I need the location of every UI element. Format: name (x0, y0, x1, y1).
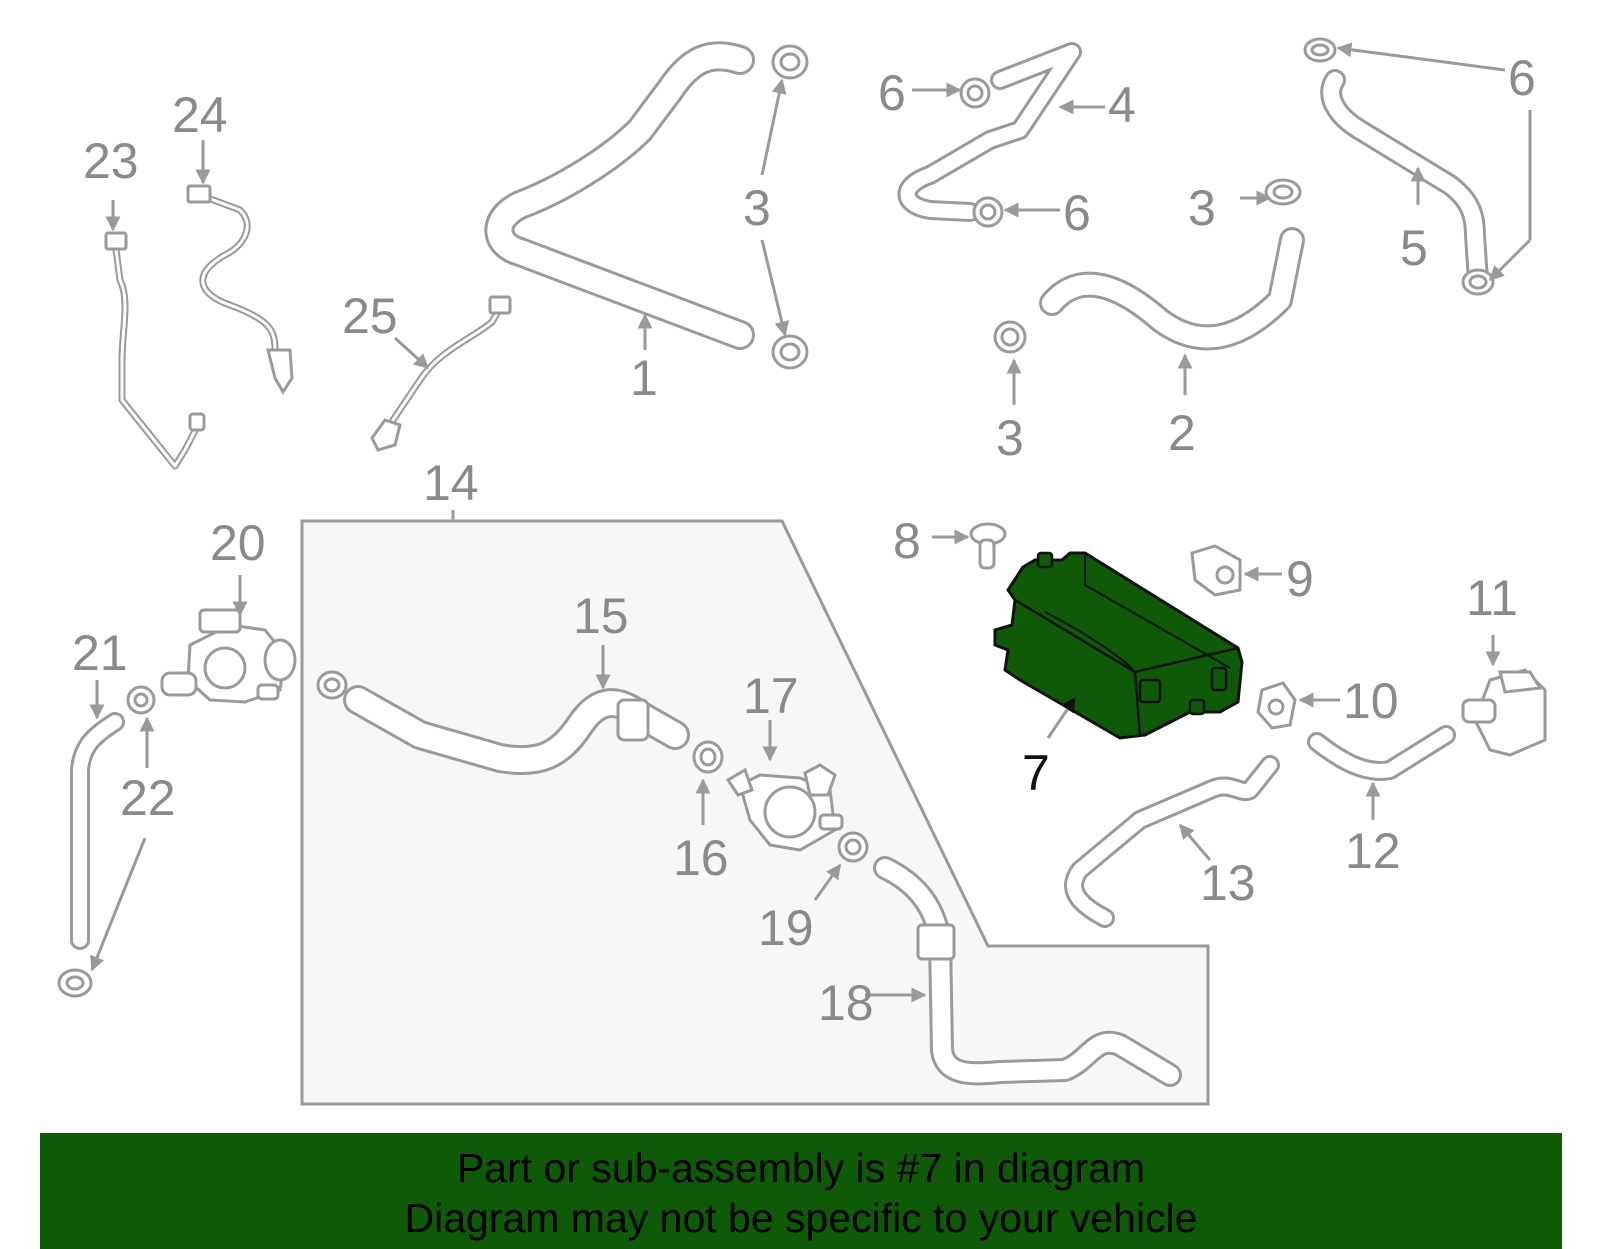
clamp-6-c[interactable] (1303, 37, 1337, 63)
bracket-10[interactable] (1256, 681, 1297, 730)
clamp-15[interactable] (316, 670, 348, 700)
callout-11: 11 (1466, 570, 1518, 626)
clamp-22-a[interactable] (126, 685, 156, 715)
callout-3-c: 3 (996, 410, 1024, 466)
callout-9: 9 (1286, 551, 1314, 607)
callout-18: 18 (818, 975, 874, 1031)
valve-17[interactable] (725, 763, 844, 852)
leader-lines (89, 42, 1532, 1003)
bracket-9[interactable] (1190, 544, 1242, 597)
hose-21[interactable] (70, 712, 125, 950)
valve-20[interactable] (160, 608, 297, 704)
sensor-25[interactable] (370, 295, 512, 452)
clamp-3-b[interactable] (771, 334, 809, 370)
callout-2: 2 (1168, 405, 1196, 461)
clamp-3-c[interactable] (1264, 178, 1302, 206)
callout-6-b: 6 (1063, 185, 1091, 241)
callout-17: 17 (743, 668, 799, 724)
clamp-3-a[interactable] (771, 44, 809, 80)
hose-4[interactable] (897, 42, 1082, 222)
callout-6-a: 6 (878, 65, 906, 121)
clamp-6-a[interactable] (959, 77, 991, 109)
callout-24: 24 (172, 87, 228, 143)
callout-25: 25 (342, 288, 398, 344)
callout-19: 19 (758, 900, 814, 956)
callout-7: 7 (1022, 745, 1050, 801)
hose-18-clip (916, 923, 956, 961)
callout-13: 13 (1200, 855, 1256, 911)
callout-20: 20 (210, 515, 266, 571)
clamp-16[interactable] (692, 740, 724, 774)
callout-14: 14 (423, 455, 479, 511)
bolt-8[interactable] (969, 522, 1007, 570)
hose-18[interactable] (873, 856, 1182, 1087)
callout-15: 15 (573, 588, 629, 644)
sensor-23[interactable] (104, 231, 206, 470)
callout-10: 10 (1343, 673, 1399, 729)
info-banner: Part or sub-assembly is #7 in diagram Di… (40, 1133, 1562, 1249)
callout-6-c: 6 (1508, 50, 1536, 106)
hose-1[interactable] (484, 41, 755, 350)
callout-22: 22 (120, 770, 176, 826)
callout-3-a: 3 (743, 180, 771, 236)
banner-line-1: Part or sub-assembly is #7 in diagram (456, 1145, 1146, 1191)
sensor-24[interactable] (186, 184, 294, 395)
clamp-3-d[interactable] (993, 320, 1027, 354)
hose-5[interactable] (1320, 69, 1489, 291)
callout-4: 4 (1108, 77, 1136, 133)
canister-7[interactable] (993, 551, 1244, 740)
callout-21: 21 (72, 625, 128, 681)
clamp-19[interactable] (837, 831, 869, 863)
banner-line-2: Diagram may not be specific to your vehi… (404, 1195, 1198, 1241)
hose-15-clip (616, 698, 650, 742)
callout-8: 8 (893, 513, 921, 569)
hose-12[interactable] (1307, 725, 1456, 781)
callout-23: 23 (83, 133, 139, 189)
callout-16: 16 (673, 830, 729, 886)
callout-labels: 1 2 3 3 3 3 4 5 6 6 6 7 8 9 10 11 12 13 … (72, 50, 1536, 1031)
callout-3-b: 3 (1188, 180, 1216, 236)
valve-11[interactable] (1461, 668, 1547, 757)
callout-1: 1 (630, 350, 658, 406)
clamp-6-d[interactable] (1461, 268, 1495, 296)
clamp-22-b[interactable] (57, 968, 93, 998)
hose-13[interactable] (1064, 755, 1280, 928)
hose-2[interactable] (1039, 227, 1305, 351)
callout-12: 12 (1345, 823, 1401, 879)
callout-5: 5 (1400, 220, 1428, 276)
clamp-6-b[interactable] (972, 196, 1004, 228)
